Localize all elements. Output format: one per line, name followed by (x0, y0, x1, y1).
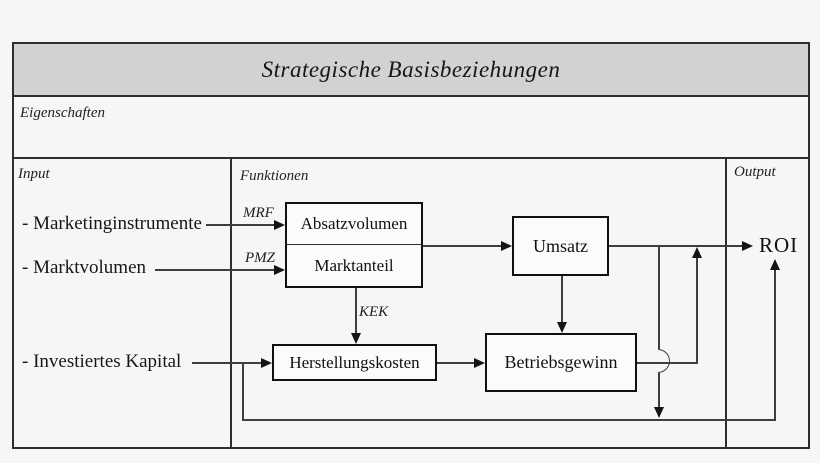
node-herstellungskosten: Herstellungskosten (272, 344, 437, 381)
edge-label-pmz: PMZ (245, 250, 275, 266)
node-betriebsgewinn-label: Betriebsgewinn (504, 352, 618, 372)
arrowhead-herstellungskosten-betriebsgewinn (474, 358, 485, 368)
edge-betriebsgewinn-roi-horizontal (637, 362, 698, 364)
edge-marktanteil-umsatz (423, 245, 502, 247)
eigenschaften-row-label: Eigenschaften (20, 105, 105, 121)
node-herstellungskosten-label: Herstellungskosten (289, 352, 420, 372)
edge-bottom-bus (242, 419, 776, 421)
node-roi: ROI (759, 233, 799, 257)
arrowhead-umsatz-betriebsgewinn (557, 322, 567, 333)
edge-kapital-bus-drop (242, 363, 244, 421)
edge-marktvolumen-marktanteil (155, 269, 275, 271)
funktionen-output-divider (725, 159, 727, 447)
funktionen-column-label: Funktionen (240, 168, 309, 184)
output-column-label: Output (734, 164, 776, 180)
edge-investiertes-kapital-herstellungskosten (192, 362, 262, 364)
node-absatzvolumen: Absatzvolumen (287, 204, 421, 245)
input-item-marketinginstrumente: - Marketinginstrumente (22, 213, 202, 234)
edge-bus-roi-riser (774, 270, 776, 421)
node-marktanteil-label: Marktanteil (314, 255, 394, 275)
eigenschaften-row-divider (12, 157, 810, 159)
input-item-marktvolumen: - Marktvolumen (22, 257, 147, 278)
input-funktionen-divider (230, 159, 232, 447)
edge-umsatz-bottom-bus-upper (658, 246, 660, 349)
edge-umsatz-bottom-bus-lower (658, 373, 660, 407)
edge-umsatz-roi (609, 245, 743, 247)
node-absatzvolumen-label: Absatzvolumen (300, 214, 408, 233)
node-marktanteil: Marktanteil (287, 245, 421, 286)
input-column-label: Input (18, 166, 50, 182)
node-umsatz-label: Umsatz (533, 235, 588, 256)
edge-label-kek: KEK (359, 304, 389, 320)
input-item-investiertes-kapital: - Investiertes Kapital (22, 351, 182, 372)
arrowhead-marktvolumen-marktanteil (274, 265, 285, 275)
arrowhead-investiertes-kapital-herstellungskosten (261, 358, 272, 368)
arrowhead-bus-roi (770, 259, 780, 270)
edge-herstellungskosten-betriebsgewinn (437, 362, 475, 364)
edge-marktanteil-herstellungskosten (355, 288, 357, 333)
arrowhead-betriebsgewinn-roi (692, 247, 702, 258)
node-absatzvolumen-marktanteil: Absatzvolumen Marktanteil (285, 202, 423, 288)
node-betriebsgewinn: Betriebsgewinn (485, 333, 637, 392)
arrowhead-marktanteil-herstellungskosten (351, 333, 361, 344)
edge-marketinginstrumente-absatzvolumen (206, 224, 275, 226)
edge-betriebsgewinn-roi-vertical (696, 258, 698, 363)
arrowhead-marketinginstrumente-absatzvolumen (274, 220, 285, 230)
arrowhead-umsatz-roi (742, 241, 753, 251)
edge-umsatz-betriebsgewinn (561, 276, 563, 322)
diagram-title-bar: Strategische Basisbeziehungen (12, 42, 810, 97)
node-umsatz: Umsatz (512, 216, 609, 276)
arrowhead-marktanteil-umsatz (501, 241, 512, 251)
arrowhead-umsatz-bottom-bus (654, 407, 664, 418)
diagram-title: Strategische Basisbeziehungen (261, 56, 561, 82)
edge-label-mrf: MRF (243, 205, 274, 221)
